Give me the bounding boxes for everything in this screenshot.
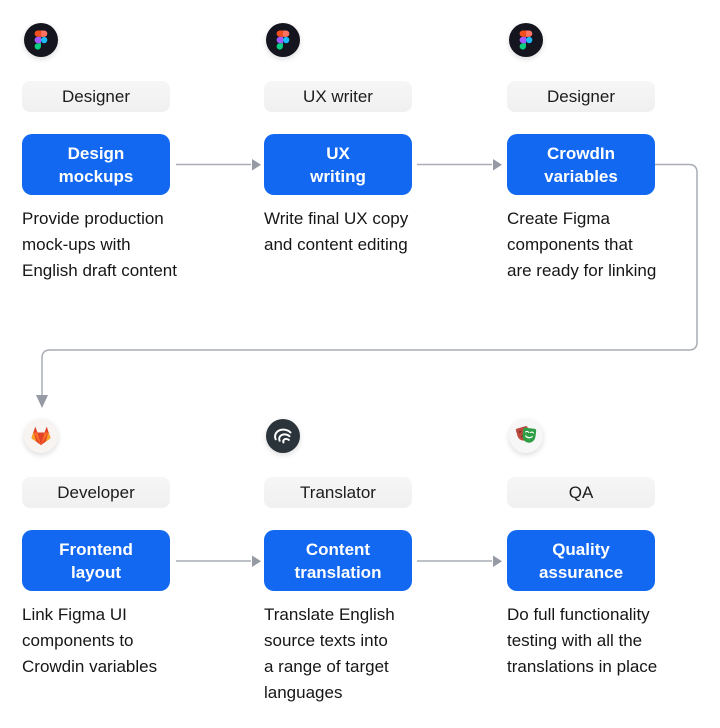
role-chip: Translator — [264, 477, 412, 508]
figma-icon — [266, 23, 300, 57]
step-description: Link Figma UI components to Crowdin vari… — [22, 605, 158, 676]
content-translation-button: Content translation — [264, 530, 412, 591]
step-description: Create Figma components that are ready f… — [507, 209, 657, 280]
step-description: Do full functionality testing with all t… — [507, 605, 658, 676]
ux-writing-button: UX writing — [264, 134, 412, 195]
step-description: Provide production mock-ups with English… — [22, 209, 177, 280]
role-chip: QA — [507, 477, 655, 508]
role-chip: Developer — [22, 477, 170, 508]
frontend-layout-button: Frontend layout — [22, 530, 170, 591]
role-label: QA — [568, 482, 594, 502]
crowdin-variables-button: CrowdIn variables — [507, 134, 655, 195]
role-chip: UX writer — [264, 81, 412, 112]
figma-icon — [24, 23, 58, 57]
role-chip: Designer — [507, 81, 655, 112]
design-mockups-button: Design mockups — [22, 134, 170, 195]
theater-masks-icon — [509, 419, 543, 453]
step-description: Write final UX copy and content editing — [264, 209, 409, 254]
role-label: Designer — [546, 86, 616, 106]
role-label: Developer — [57, 482, 135, 502]
crowdin-icon — [266, 419, 300, 453]
figma-icon — [509, 23, 543, 57]
role-label: Designer — [61, 86, 131, 106]
gitlab-icon — [24, 419, 58, 453]
arrow-step3-step4 — [41, 163, 698, 395]
quality-assurance-button: Quality assurance — [507, 530, 655, 591]
role-chip: Designer — [22, 81, 170, 112]
step-description: Translate English source texts into a ra… — [264, 605, 395, 702]
role-label: Translator — [300, 482, 376, 502]
role-label: UX writer — [303, 86, 373, 106]
